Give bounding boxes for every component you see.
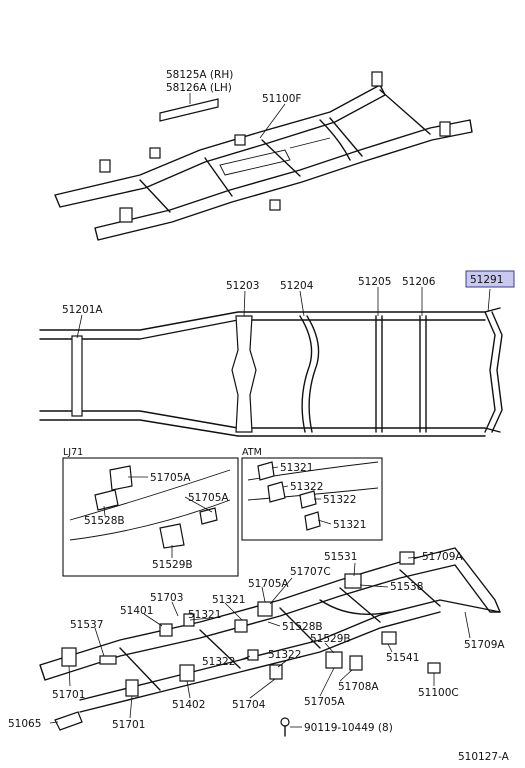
label-51402: 51402 xyxy=(172,699,205,711)
label-atm-51321-b: 51321 xyxy=(333,519,366,531)
label-51701-b: 51701 xyxy=(112,719,145,731)
highlight-51291 xyxy=(465,270,515,288)
label-58126A: 58126A (LH) xyxy=(166,82,232,94)
label-lj71: LJ71 xyxy=(63,447,83,458)
drawing-number: 510127-A xyxy=(458,751,510,763)
label-51705A-b: 51705A xyxy=(304,696,345,708)
label-51321-b: 51321 xyxy=(188,609,221,621)
label-51291: 51291 xyxy=(470,274,503,286)
label-51100C: 51100C xyxy=(418,687,459,699)
label-51541: 51541 xyxy=(386,652,419,664)
label-51531: 51531 xyxy=(324,551,357,563)
label-51708A: 51708A xyxy=(338,681,379,693)
label-atm: ATM xyxy=(242,447,262,458)
label-51401: 51401 xyxy=(120,605,153,617)
label-51065: 51065 xyxy=(8,718,41,730)
frame-plan-view xyxy=(39,287,503,437)
label-58125A: 58125A (RH) xyxy=(166,69,233,81)
inset-lj71 xyxy=(62,457,239,577)
label-51206: 51206 xyxy=(402,276,436,288)
label-51321-a: 51321 xyxy=(212,594,245,606)
part-51065 xyxy=(54,711,83,731)
label-51704: 51704 xyxy=(232,699,266,711)
label-51528B: 51528B xyxy=(282,621,323,633)
label-lj-51705A-a: 51705A xyxy=(150,472,191,484)
label-51201A: 51201A xyxy=(62,304,103,316)
label-atm-51321-a: 51321 xyxy=(280,462,313,474)
label-51703: 51703 xyxy=(150,592,183,604)
label-atm-51322-a: 51322 xyxy=(290,481,323,493)
label-51203: 51203 xyxy=(226,280,259,292)
label-51205: 51205 xyxy=(358,276,391,288)
label-51100F: 51100F xyxy=(262,93,301,105)
label-51701-a: 51701 xyxy=(52,689,85,701)
frame-assembly-bottom xyxy=(39,547,501,737)
label-51529B: 51529B xyxy=(310,633,351,645)
label-lj-51528B: 51528B xyxy=(84,515,125,527)
label-51709A-b: 51709A xyxy=(464,639,505,651)
label-51707C: 51707C xyxy=(290,566,331,578)
frame-assembly-top xyxy=(54,71,473,241)
label-lj-51705A-b: 51705A xyxy=(188,492,229,504)
label-51204: 51204 xyxy=(280,280,314,292)
label-51709A-a: 51709A xyxy=(422,551,463,563)
label-51537: 51537 xyxy=(70,619,103,631)
label-bolt-90119: 90119-10449 (8) xyxy=(304,722,393,734)
crossmember-bar-part xyxy=(159,98,219,122)
label-51538: 51538 xyxy=(390,581,423,593)
part-51701-block xyxy=(61,647,77,667)
label-51322-a: 51322 xyxy=(202,656,235,668)
label-lj-51529B: 51529B xyxy=(152,559,193,571)
inset-atm xyxy=(241,457,383,541)
label-51322-b: 51322 xyxy=(268,649,301,661)
label-51705A-a: 51705A xyxy=(248,578,289,590)
label-atm-51322-b: 51322 xyxy=(323,494,356,506)
